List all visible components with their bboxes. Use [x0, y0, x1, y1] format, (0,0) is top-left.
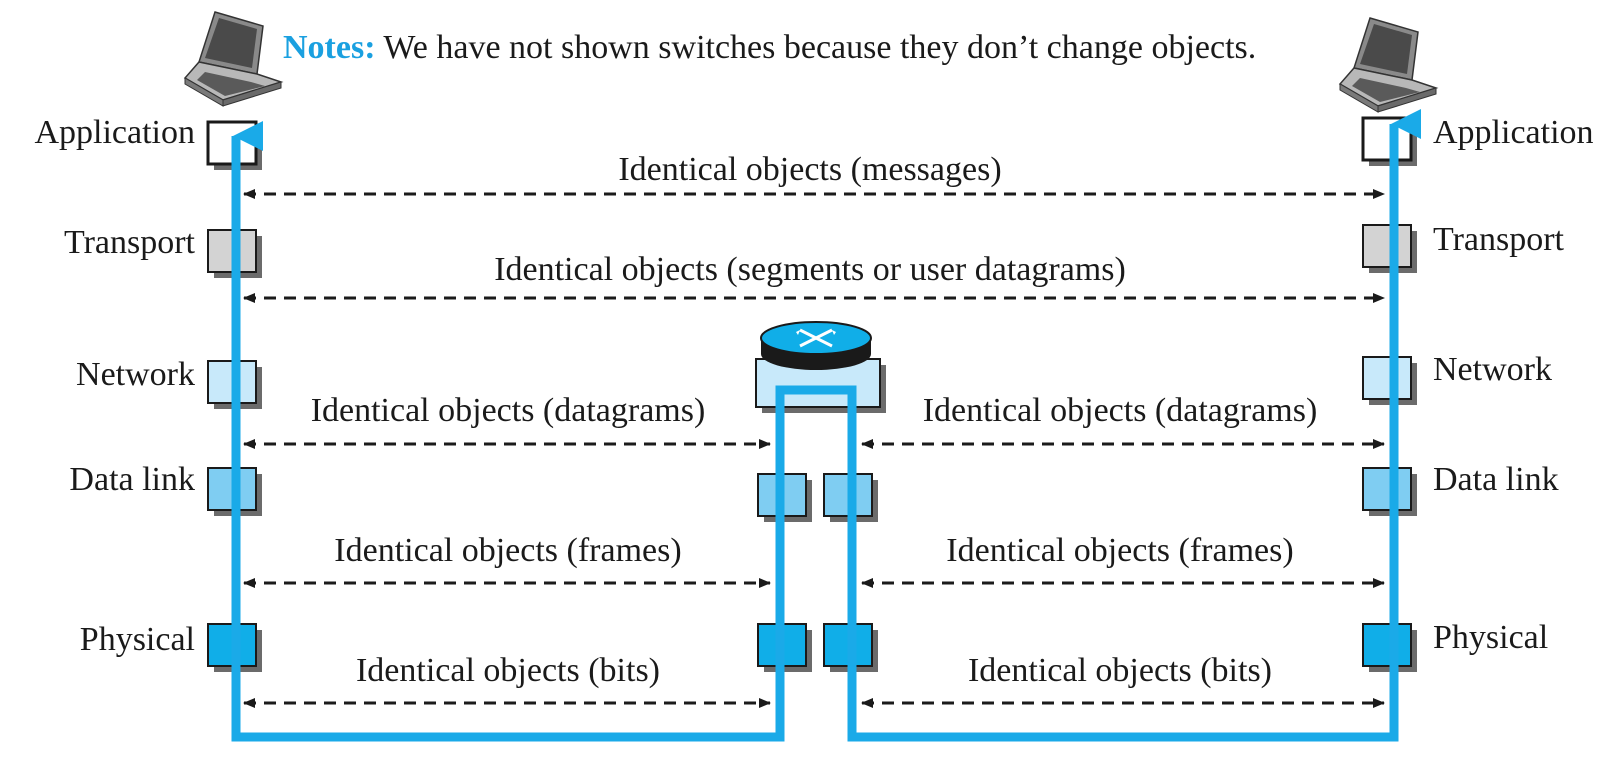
left-layer-datalink: Data link — [69, 461, 195, 498]
datagrams-right-label: Identical objects (datagrams) — [923, 392, 1318, 429]
bits-right-label: Identical objects (bits) — [968, 652, 1272, 689]
peer-links — [243, 189, 1385, 708]
right-application-box — [1361, 116, 1413, 162]
right-network-box — [1362, 356, 1412, 400]
right-transport-box — [1362, 224, 1412, 268]
right-datalink-box — [1362, 467, 1412, 511]
messages-label: Identical objects (messages) — [618, 151, 1001, 188]
notes-label: Notes: — [283, 29, 376, 66]
right-layer-network: Network — [1433, 351, 1552, 388]
notes-line: Notes: We have not shown switches becaus… — [283, 29, 1256, 66]
datagrams-left-label: Identical objects (datagrams) — [311, 392, 706, 429]
right-physical-box — [1362, 623, 1412, 667]
right-layer-datalink: Data link — [1433, 461, 1559, 498]
segments-label: Identical objects (segments or user data… — [494, 251, 1126, 288]
notes-text: We have not shown switches because they … — [376, 29, 1257, 66]
right-layer-physical: Physical — [1433, 619, 1548, 656]
left-layer-application: Application — [34, 114, 195, 151]
data-path — [231, 121, 1399, 742]
right-layer-transport: Transport — [1433, 221, 1565, 258]
left-layer-physical: Physical — [80, 621, 195, 658]
frames-left-label: Identical objects (frames) — [334, 532, 681, 569]
laptop-icon — [1338, 17, 1439, 113]
right-layer-application: Application — [1433, 114, 1594, 151]
left-layer-network: Network — [76, 356, 195, 393]
frames-right-label: Identical objects (frames) — [946, 532, 1293, 569]
laptop-icon — [183, 11, 284, 107]
left-layer-transport: Transport — [64, 224, 196, 261]
bits-left-label: Identical objects (bits) — [356, 652, 660, 689]
